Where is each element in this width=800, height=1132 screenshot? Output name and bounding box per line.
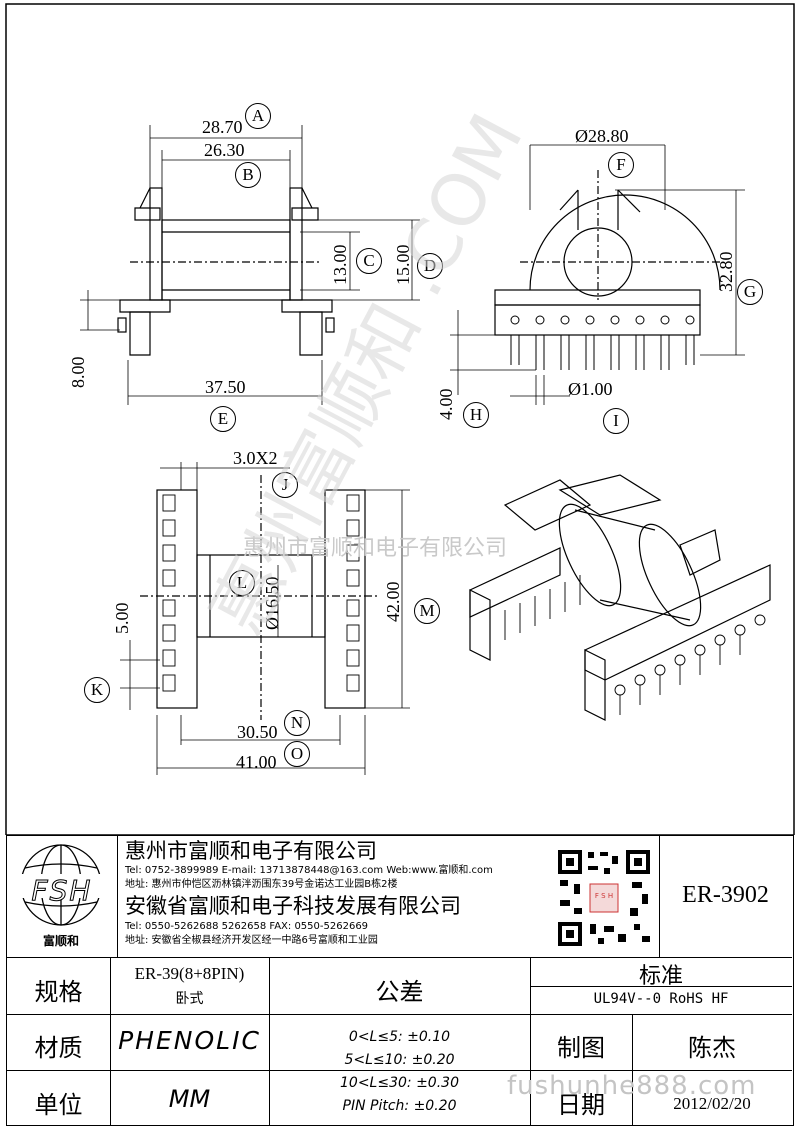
- globe-icon: [15, 844, 107, 926]
- dim-k-marker: K: [84, 677, 110, 703]
- dim-f-marker: F: [608, 152, 634, 178]
- tb-rule: [632, 1014, 633, 1125]
- date-label: 日期: [557, 1091, 605, 1119]
- spec-subtype: 卧式: [175, 991, 204, 1007]
- tb-rule: [530, 957, 531, 1125]
- dim-k-value: 5.00: [112, 602, 132, 635]
- tb-rule: [7, 1014, 792, 1015]
- unit-label: 单位: [34, 1091, 83, 1119]
- dim-height-value: 8.00: [68, 356, 88, 389]
- company2-name: 安徽省富顺和电子科技发展有限公司: [125, 894, 461, 918]
- standard-value: UL94V--0 RoHS HF: [593, 991, 729, 1007]
- side-view: [450, 144, 745, 405]
- tolerance-item: 10<L≤30: ±0.30: [340, 1075, 459, 1091]
- dim-a-value: 28.70: [202, 117, 243, 137]
- tb-rule: [117, 836, 118, 957]
- company1-address: 地址: 惠州市仲恺区沥林镇泮沥围东39号金诺达工业园B栋2楼: [125, 879, 398, 890]
- technical-drawing: 28.70 A 26.30 B 13.00 C 15.00 D 37.50 E …: [5, 3, 795, 835]
- dim-i-value: Ø1.00: [568, 379, 613, 399]
- material-label: 材质: [34, 1034, 83, 1062]
- dim-j-marker: J: [272, 472, 298, 498]
- dim-n-marker: N: [284, 710, 310, 736]
- qr-caption: F S H: [594, 892, 614, 900]
- title-block: FSH 富顺和 惠州市富顺和电子有限公司 Tel: 0752-3899989 E…: [6, 835, 794, 1126]
- dim-l-marker: L: [229, 570, 255, 596]
- spec-value: ER-39(8+8PIN): [134, 964, 245, 983]
- top-view: [120, 462, 410, 775]
- dim-h-value: 4.00: [436, 388, 456, 421]
- part-number: ER-3902: [682, 882, 769, 908]
- dim-o-value: 41.00: [236, 752, 277, 772]
- dim-n-value: 30.50: [237, 722, 278, 742]
- dim-m-value: 42.00: [383, 581, 403, 623]
- material-value: PHENOLIC: [118, 1026, 261, 1055]
- qr-code-icon: [554, 846, 654, 950]
- tb-rule: [659, 836, 660, 957]
- logo-caption: 富顺和: [42, 934, 79, 948]
- dim-h-marker: H: [463, 402, 489, 428]
- dim-e-marker: E: [210, 406, 236, 432]
- drawing-lines: [5, 3, 795, 835]
- dim-e-value: 37.50: [205, 377, 246, 397]
- dim-i-marker: I: [603, 408, 629, 434]
- dim-o-marker: O: [284, 741, 310, 767]
- tb-rule: [7, 957, 792, 958]
- tb-rule: [7, 1070, 792, 1071]
- company1-contact: Tel: 0752-3899989 E-mail: 13713878448@16…: [125, 865, 493, 876]
- front-view: [80, 125, 420, 405]
- dim-c-value: 13.00: [330, 244, 350, 286]
- date-value: 2012/02/20: [673, 1094, 751, 1113]
- tolerance-item: PIN Pitch: ±0.20: [342, 1098, 457, 1114]
- unit-value: MM: [168, 1085, 211, 1113]
- company1-name: 惠州市富顺和电子有限公司: [125, 839, 377, 863]
- tb-rule: [110, 957, 111, 1125]
- dim-j-value: 3.0X2: [233, 448, 278, 468]
- spec-label: 规格: [34, 978, 83, 1006]
- dim-g-marker: G: [737, 279, 763, 305]
- dim-m-marker: M: [414, 598, 440, 624]
- dim-a-marker: A: [245, 103, 271, 129]
- company2-address: 地址: 安徽省全椒县经济开发区经一中路6号富顺和工业园: [125, 935, 378, 946]
- iso-view: [469, 474, 771, 721]
- tolerance-item: 5<L≤10: ±0.20: [344, 1052, 455, 1068]
- dim-b-marker: B: [235, 162, 261, 188]
- tb-rule: [269, 957, 270, 1125]
- tolerance-list: 0<L≤5: ±0.10 5<L≤10: ±0.20 10<L≤30: ±0.3…: [269, 1026, 530, 1118]
- drawn-by-value: 陈杰: [688, 1034, 736, 1062]
- tolerance-item: 0<L≤5: ±0.10: [348, 1029, 451, 1045]
- drawn-by-label: 制图: [557, 1034, 605, 1062]
- dim-c-marker: C: [356, 248, 382, 274]
- company-logo: FSH 富顺和: [11, 840, 111, 952]
- watermark-url: fushunhe888.com: [507, 1071, 757, 1101]
- qr-code: F S H: [554, 846, 654, 950]
- logo-text: FSH: [31, 874, 93, 908]
- dim-g-value: 32.80: [716, 251, 736, 293]
- tb-rule: [530, 986, 792, 987]
- dim-b-value: 26.30: [204, 140, 245, 160]
- dim-f-value: Ø28.80: [575, 126, 629, 146]
- watermark-company: 惠州市富顺和电子有限公司: [243, 536, 508, 561]
- tolerance-label: 公差: [375, 978, 424, 1006]
- company2-contact: Tel: 0550-5262688 5262658 FAX: 0550-5262…: [125, 921, 369, 932]
- dim-d-marker: D: [417, 253, 443, 279]
- standard-label: 标准: [638, 964, 683, 989]
